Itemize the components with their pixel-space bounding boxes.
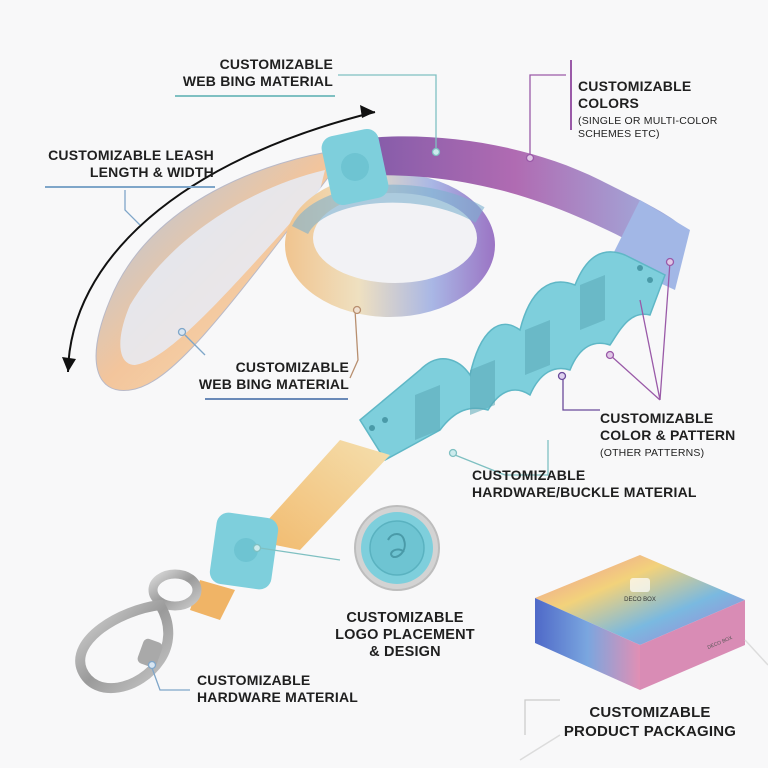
label-product-packaging: CUSTOMIZABLE PRODUCT PACKAGING [563,704,737,740]
underline-webbing-top [175,95,335,97]
silicone-connector-top [321,128,389,206]
label-webbing-material-mid: CUSTOMIZABLE WEB BING MATERIAL [198,359,349,392]
length-arc-arrow [67,111,376,373]
label-hardware-material: CUSTOMIZABLE HARDWARE MATERIAL [197,672,359,705]
label-logo-placement: CUSTOMIZABLE LOGO PLACEMENT & DESIGN [335,610,475,660]
arrow-head-icon [360,105,375,118]
silicone-connector-logo [209,512,279,590]
bar-colors [570,60,572,130]
label-color-pattern: CUSTOMIZABLE COLOR & PATTERN (OTHER PATT… [600,393,768,477]
label-leash-length: CUSTOMIZABLE LEASH LENGTH & WIDTH [48,147,214,180]
label-webbing-material-top: CUSTOMIZABLE WEB BING MATERIAL [182,56,333,89]
leash-handle-loop [95,149,341,391]
package-brand: DECO BOX [624,597,656,603]
leader-lines [124,74,675,735]
webbing-coil [285,173,495,317]
underline-leash-length [45,186,215,188]
webbing-lower-strap [250,440,390,550]
product-package [519,555,768,761]
label-color-pattern-title: CUSTOMIZABLE COLOR & PATTERN [600,410,736,443]
logo-zoom-circle [354,505,440,591]
underline-webbing-mid [205,398,348,400]
arrow-tail-icon [62,357,76,372]
label-colors-sub: (SINGLE OR MULTI-COLOR SCHEMES ETC) [578,115,718,140]
label-colors-title: CUSTOMIZABLE COLORS [578,78,692,111]
label-hardware-buckle: CUSTOMIZABLE HARDWARE/BUCKLE MATERIAL [472,467,697,500]
label-colors: CUSTOMIZABLE COLORS (SINGLE OR MULTI-COL… [578,61,758,158]
shock-absorber [359,251,666,461]
label-color-pattern-sub: (OTHER PATTERNS) [600,447,705,459]
carabiner-hook [75,569,235,693]
